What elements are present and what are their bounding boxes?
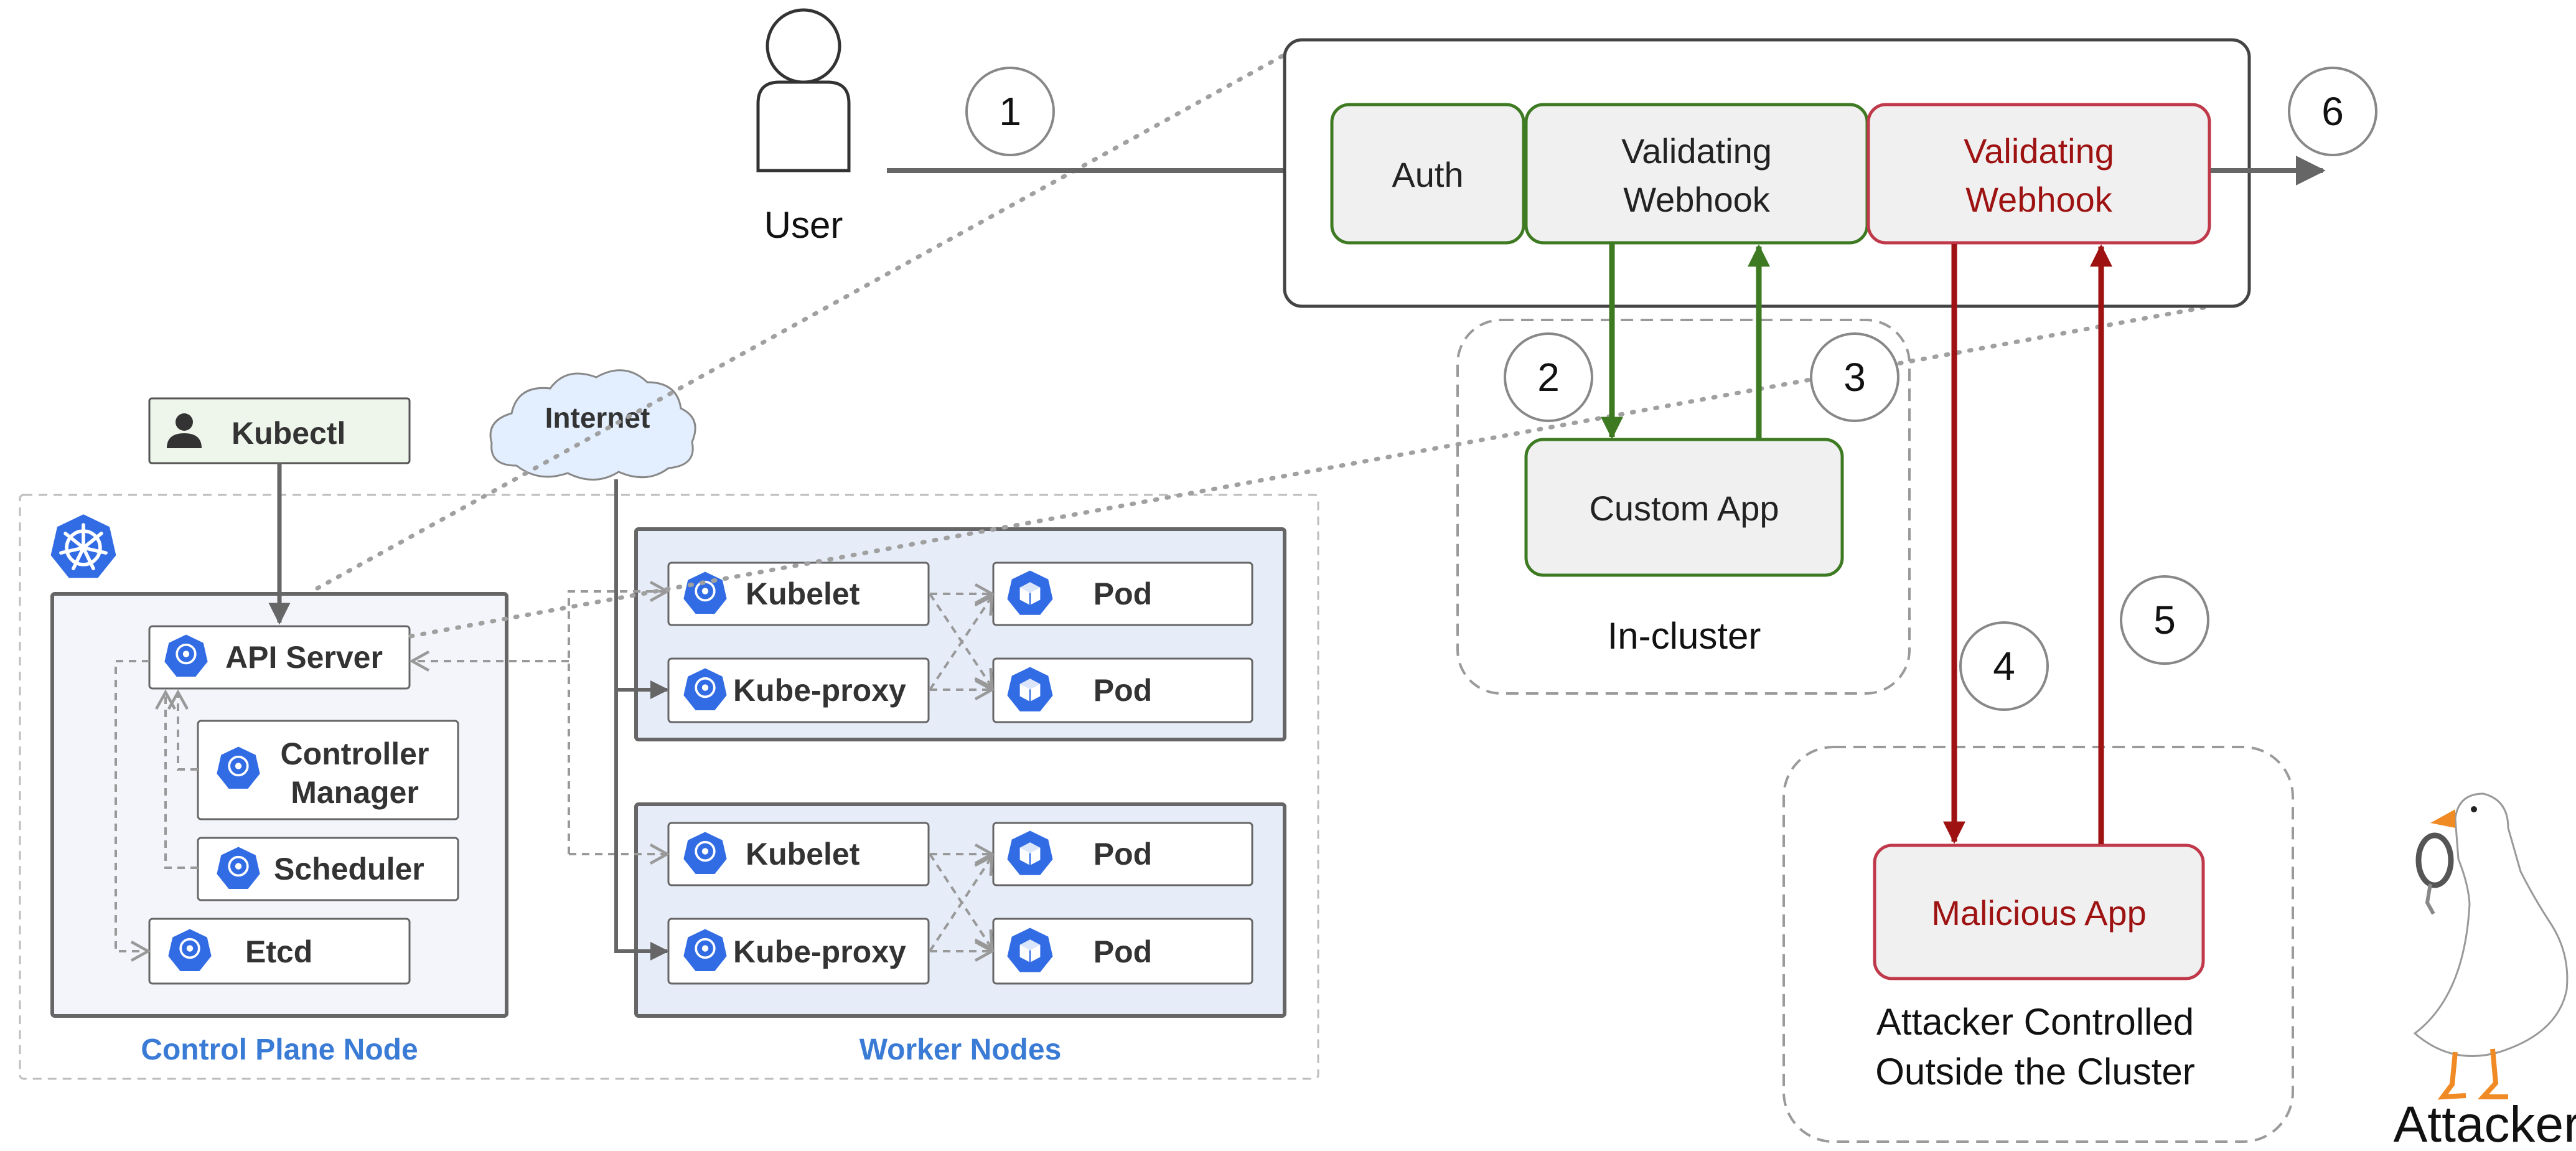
- user-icon: [756, 8, 851, 172]
- validating-webhook-red-line2: Webhook: [1965, 180, 2113, 219]
- validating-webhook-red-line1: Validating: [1964, 131, 2114, 171]
- attacker-goose-icon: [2413, 792, 2569, 1100]
- kubernetes-icon: [51, 514, 116, 578]
- internet-label: Internet: [545, 402, 650, 434]
- validating-webhook-green-line2: Webhook: [1623, 180, 1771, 219]
- malicious-app-label: Malicious App: [1931, 893, 2147, 933]
- in-cluster-label: In-cluster: [1608, 615, 1761, 657]
- custom-app-box: [1524, 438, 1844, 577]
- validating-webhook-red: [1866, 103, 2211, 245]
- pod-label-1a: Pod: [1094, 576, 1152, 611]
- worker-nodes-title: Worker Nodes: [859, 1033, 1062, 1066]
- malicious-app-box: [1873, 843, 2205, 980]
- user-icon-small: [167, 413, 202, 448]
- step-1-label: 1: [999, 89, 1021, 134]
- step-1-badge: [965, 67, 1055, 156]
- api-server-label: API Server: [225, 640, 383, 675]
- validating-webhook-green-line1: Validating: [1621, 131, 1772, 171]
- pod-label-1b: Pod: [1094, 673, 1152, 708]
- step-4-badge: [1959, 621, 2049, 711]
- pod-label-2b: Pod: [1094, 934, 1152, 969]
- control-plane-title: Control Plane Node: [141, 1033, 418, 1066]
- step-6-label: 6: [2321, 89, 2344, 134]
- cluster-boundary: [19, 494, 1319, 1080]
- worker-node-links: [409, 581, 995, 962]
- user-label: User: [764, 204, 843, 246]
- step-2-badge: [1504, 332, 1593, 422]
- internet-cloud: [489, 369, 696, 481]
- controller-manager-label-line1: Controller: [281, 736, 429, 771]
- step-4-label: 4: [1993, 644, 2015, 688]
- step-6-badge: [2288, 67, 2377, 156]
- step-2-label: 2: [1537, 355, 1560, 400]
- internet-to-kube-proxy-arrow-2: [614, 685, 669, 961]
- zoom-line-top: [315, 52, 1287, 591]
- control-plane-links: [115, 660, 198, 962]
- kube-proxy-label-1: Kube-proxy: [733, 673, 906, 708]
- attacker-zone-label-line2: Outside the Cluster: [1875, 1051, 2195, 1092]
- zoom-line-bottom: [408, 304, 2213, 639]
- in-cluster-zone: [1456, 319, 1911, 695]
- attacker-controlled-zone: [1782, 746, 2294, 1143]
- validating-webhook-green: [1524, 103, 1869, 245]
- attacker-label: Attacker: [2394, 1096, 2576, 1151]
- attacker-zone-label-line1: Attacker Controlled: [1876, 1001, 2194, 1043]
- auth-label: Auth: [1392, 155, 1463, 194]
- kubectl-label: Kubectl: [232, 416, 345, 451]
- scheduler-label: Scheduler: [274, 852, 424, 886]
- step-3-label: 3: [1843, 355, 1866, 400]
- step-3-badge: [1810, 332, 1899, 422]
- controller-manager-label-line2: Manager: [291, 775, 419, 810]
- kubelet-label-2: Kubelet: [746, 837, 860, 871]
- kube-proxy-label-2: Kube-proxy: [733, 934, 906, 969]
- pod-label-2a: Pod: [1094, 837, 1152, 871]
- step-5-badge: [2120, 575, 2209, 665]
- step-5-label: 5: [2153, 598, 2176, 642]
- kubelet-label-1: Kubelet: [746, 576, 860, 611]
- custom-app-label: Custom App: [1589, 489, 1779, 528]
- auth-box: [1330, 103, 1525, 245]
- etcd-label: Etcd: [245, 934, 312, 969]
